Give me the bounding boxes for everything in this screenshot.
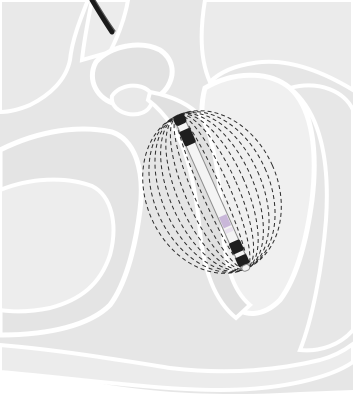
heart-illustration xyxy=(0,0,353,409)
illustration-canvas xyxy=(0,0,353,409)
